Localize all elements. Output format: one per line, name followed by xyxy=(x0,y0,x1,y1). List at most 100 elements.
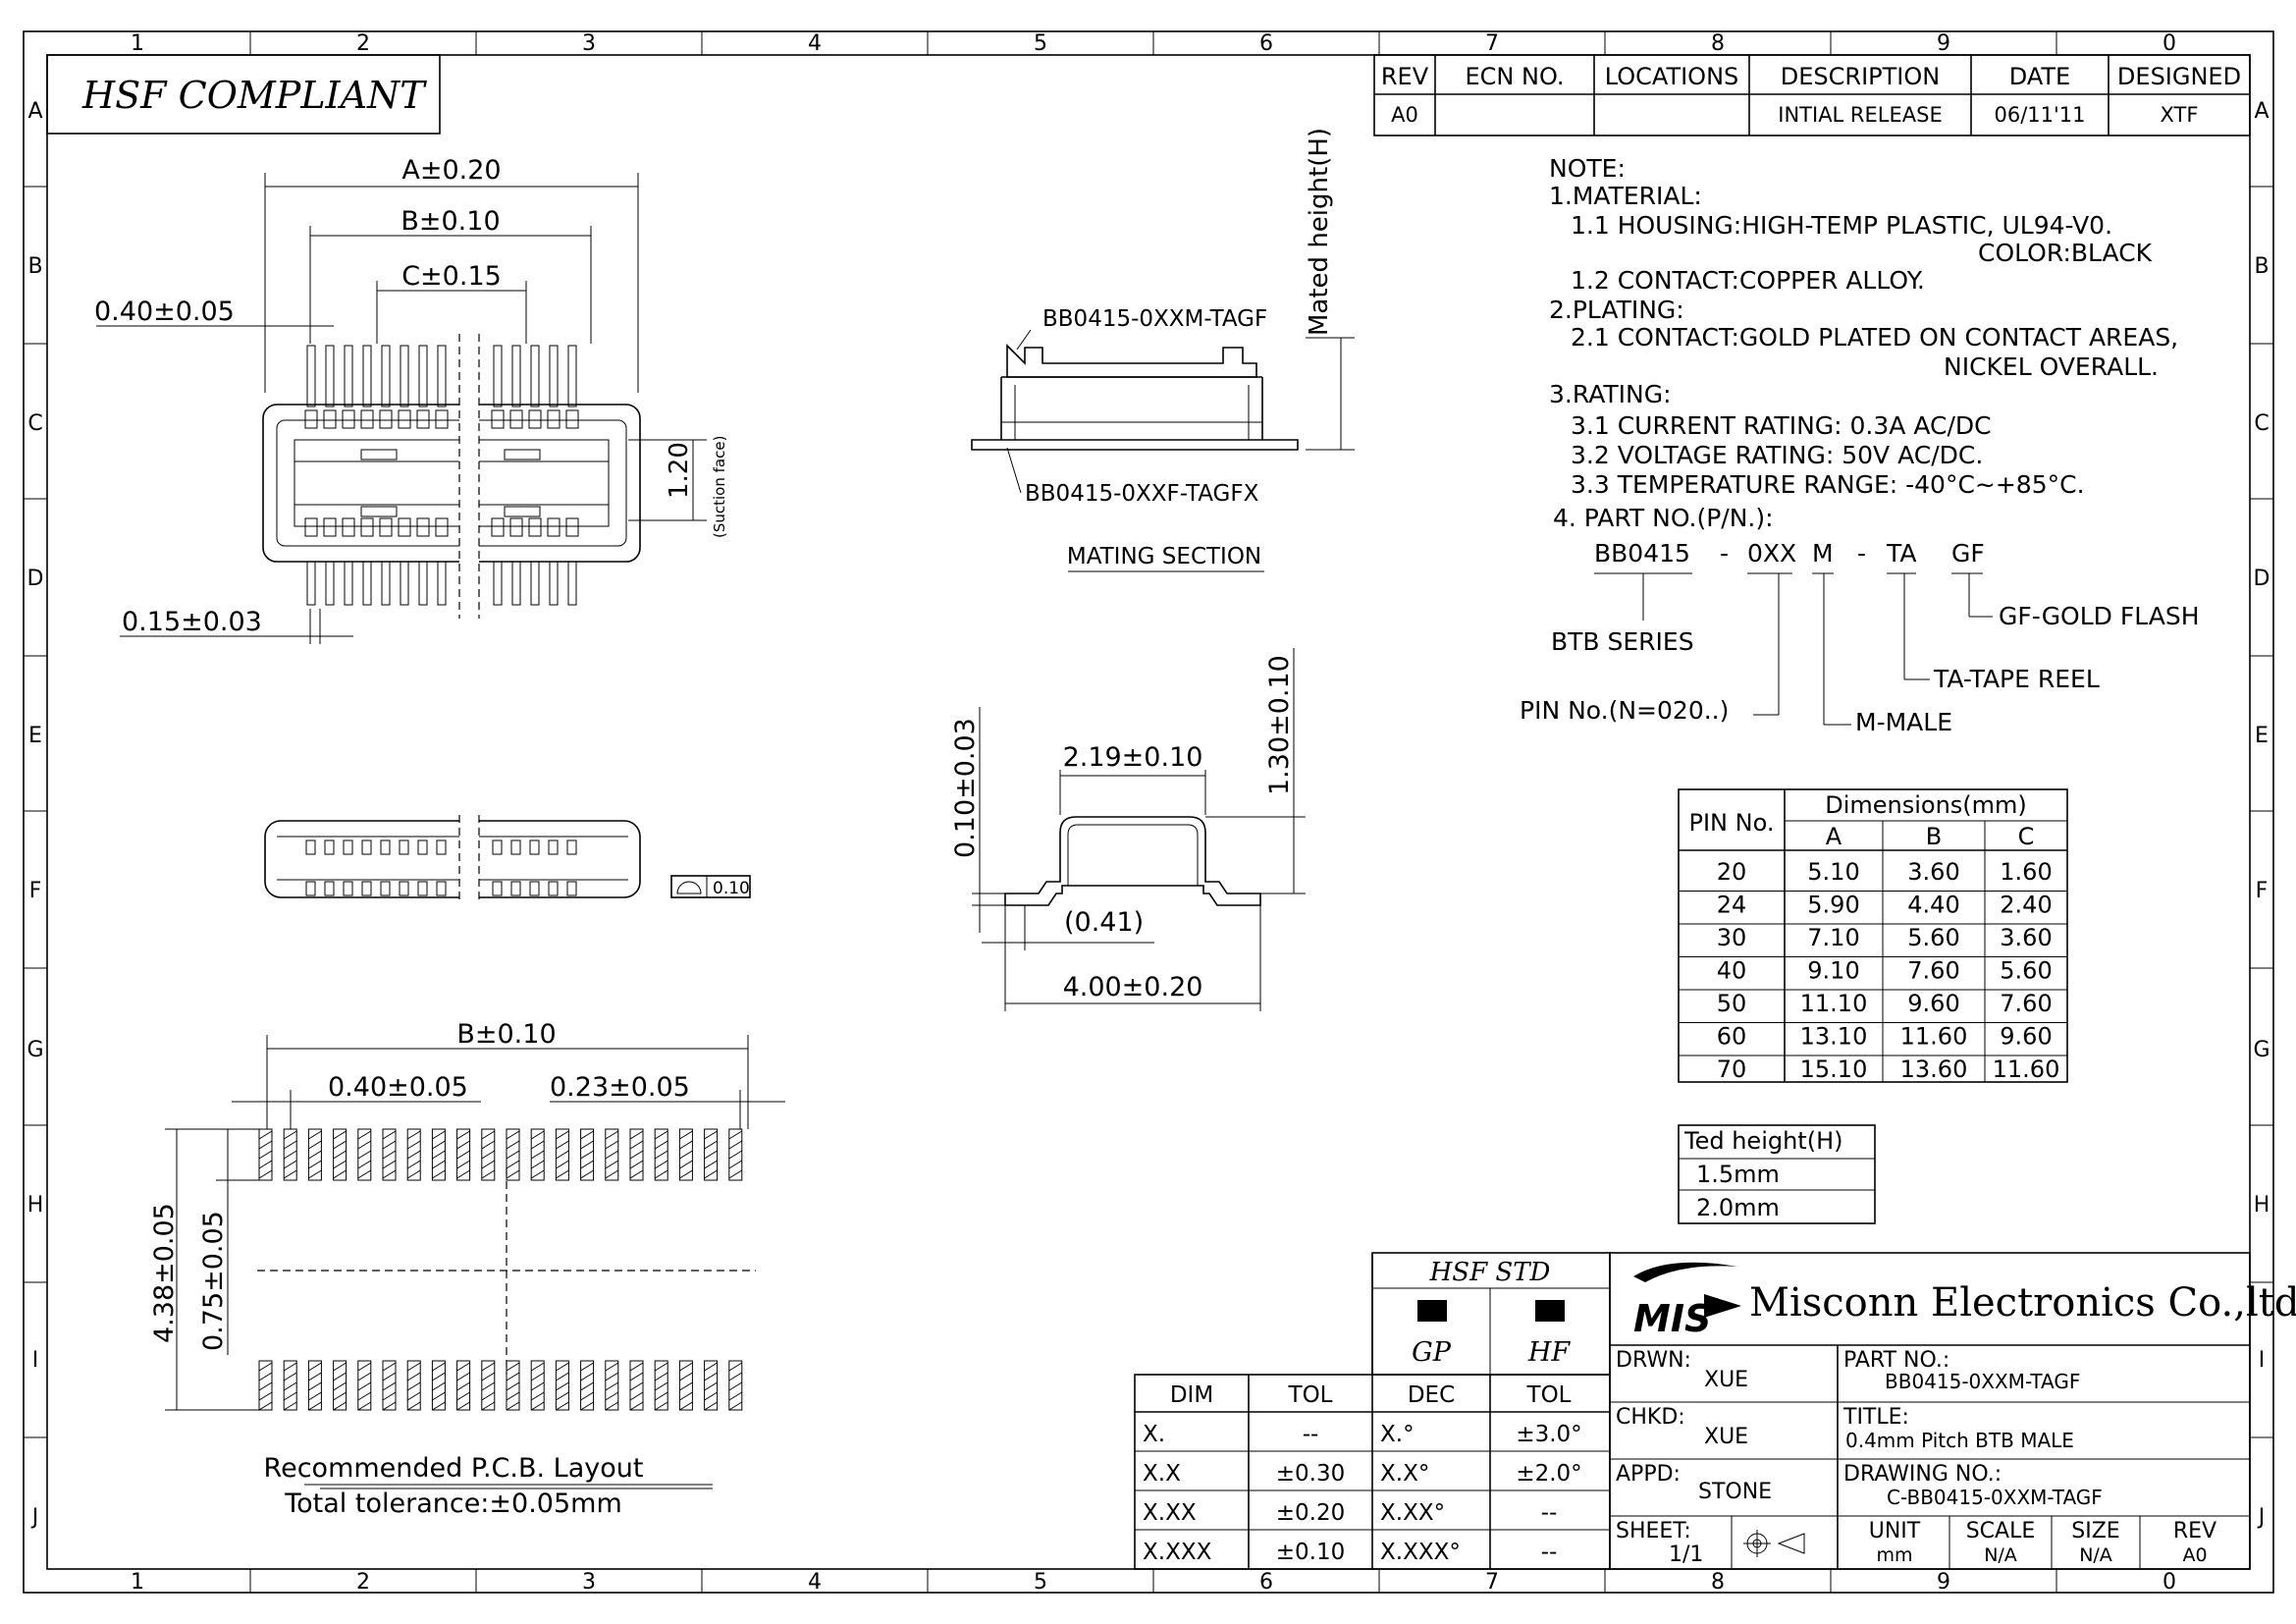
dim-a-label: A±0.20 xyxy=(401,155,501,186)
grid-col-label: 8 xyxy=(1711,31,1725,56)
drwn-label: DRWN: xyxy=(1616,1348,1691,1373)
part-no-value: BB0415-0XXM-TAGF xyxy=(1885,1370,2080,1393)
dimensions-cell: 9.10 xyxy=(1807,957,1859,985)
thickness-label: 0.10±0.03 xyxy=(950,718,981,858)
logo-text: MIS xyxy=(1633,1297,1711,1340)
title-value: 0.4mm Pitch BTB MALE xyxy=(1845,1429,2074,1452)
note-line: 3.1 CURRENT RATING: 0.3A AC/DC xyxy=(1571,411,1992,440)
flatness-label: 0.10 xyxy=(713,879,750,898)
height-table: Ted height(H) 1.5mm 2.0mm xyxy=(1678,1124,1876,1224)
dimensions-cell: 5.60 xyxy=(2000,957,2052,985)
inner-label: (0.41) xyxy=(1064,907,1144,938)
dimensions-cell: 40 xyxy=(1717,957,1747,985)
dimensions-cell: 20 xyxy=(1717,858,1747,886)
dimensions-cell: 9.60 xyxy=(2000,1023,2052,1051)
pcb-pad xyxy=(382,1360,397,1411)
dimensions-cell: 24 xyxy=(1717,892,1747,919)
appd-label: APPD: xyxy=(1616,1462,1681,1487)
pn-finish: GF xyxy=(1951,539,1985,568)
grid-row-label: D xyxy=(2254,567,2270,591)
grid-col-label: 6 xyxy=(1259,31,1273,56)
pn-pins-desc: PIN No.(N=020..) xyxy=(1520,696,1729,725)
suction-label: 1.20 xyxy=(665,442,694,499)
grid-row-label: B xyxy=(27,254,42,279)
pcb-pad xyxy=(431,1128,446,1181)
dimensions-cell: 60 xyxy=(1717,1023,1747,1051)
dimensions-cell: 4.40 xyxy=(1907,892,1959,919)
note-line: 1.1 HOUSING:HIGH-TEMP PLASTIC, UL94-V0. xyxy=(1571,211,2112,240)
grid-row-label: H xyxy=(2254,1193,2270,1218)
grid-row-label: B xyxy=(2254,254,2269,279)
dimensions-cell: 13.10 xyxy=(1800,1023,1868,1051)
note-line: 4. PART NO.(P/N.): xyxy=(1553,504,1774,532)
rev-value: A0 xyxy=(2182,1544,2207,1566)
grid-col-label: 5 xyxy=(1034,1570,1047,1595)
grid-row-label: C xyxy=(2254,411,2269,436)
tolerance-cell: -- xyxy=(1303,1422,1319,1447)
pcb-pad xyxy=(580,1360,595,1411)
tolerance-cell: X.X xyxy=(1143,1461,1181,1487)
mated-height-label: Mated height(H) xyxy=(1305,128,1334,336)
unit-value: mm xyxy=(1876,1544,1912,1566)
pcb-pad xyxy=(605,1128,619,1181)
pcb-pad xyxy=(456,1128,471,1181)
note-line: 3.RATING: xyxy=(1549,380,1672,408)
designed-value: XTF xyxy=(2161,103,2199,127)
lead-label: 0.15±0.03 xyxy=(122,607,262,637)
pcb-pad xyxy=(678,1360,693,1411)
pcb-pitch-label: 0.40±0.05 xyxy=(328,1072,468,1103)
gp-label: GP xyxy=(1412,1337,1452,1368)
pcb-pad xyxy=(654,1360,668,1411)
locations-header: LOCATIONS xyxy=(1605,63,1739,90)
pcb-pad xyxy=(481,1360,496,1411)
pcb-pad xyxy=(406,1128,421,1181)
pn-pack-desc: TA-TAPE REEL xyxy=(1933,665,2100,693)
tolerance-cell: X.XX xyxy=(1143,1500,1197,1526)
pn-pins: 0XX xyxy=(1747,539,1796,568)
pn-base-desc: BTB SERIES xyxy=(1551,627,1694,656)
pcb-pad xyxy=(678,1128,693,1181)
drwn-value: XUE xyxy=(1704,1368,1748,1392)
tolerance-cell: X. xyxy=(1143,1422,1165,1447)
pcb-span-label: 4.38±0.05 xyxy=(149,1203,180,1343)
grid-col-label: 2 xyxy=(356,1570,370,1595)
grid-col-label: 4 xyxy=(808,1570,822,1595)
pcb-pad xyxy=(530,1360,545,1411)
pcb-pad xyxy=(728,1128,743,1181)
mating-section: BB0415-0XXM-TAGF BB0415-0XXF-TAGFX Mated… xyxy=(971,128,1355,572)
designed-header: DESIGNED xyxy=(2117,63,2241,90)
pcb-pad xyxy=(357,1128,372,1181)
dim-c-label: C±0.15 xyxy=(401,261,502,292)
hsf-compliant-box: HSF COMPLIANT xyxy=(46,54,441,135)
tol-header: DEC xyxy=(1408,1382,1455,1408)
pcb-pad xyxy=(555,1360,569,1411)
tolerance-cell: X.X° xyxy=(1380,1461,1429,1487)
note-line: 1.2 CONTACT:COPPER ALLOY. xyxy=(1571,266,1925,295)
pcb-pad xyxy=(258,1360,273,1411)
grid-col-label: 1 xyxy=(131,1570,144,1595)
grid-row-label: C xyxy=(27,411,42,436)
ecn-header: ECN NO. xyxy=(1465,63,1564,90)
pn-sep: - xyxy=(1857,539,1866,568)
pn-base: BB0415 xyxy=(1594,539,1690,568)
dimensions-cell: 15.10 xyxy=(1800,1056,1868,1083)
col-a-header: A xyxy=(1826,823,1842,850)
part-no-label: PART NO.: xyxy=(1843,1348,1949,1373)
grid-row-label: F xyxy=(29,879,42,903)
pcb-pad xyxy=(506,1360,520,1411)
dimensions-header: Dimensions(mm) xyxy=(1825,791,2027,819)
pcb-pad xyxy=(629,1128,644,1181)
dimensions-cell: 11.10 xyxy=(1800,990,1868,1017)
col-b-header: B xyxy=(1926,823,1942,850)
hsf-compliant-label: HSF COMPLIANT xyxy=(81,74,427,117)
description-header: DESCRIPTION xyxy=(1781,63,1940,90)
note-line: 2.PLATING: xyxy=(1549,296,1684,324)
grid-col-label: 0 xyxy=(2163,31,2176,56)
top-view: A±0.20 B±0.10 C±0.15 0.40±0.05 0.15±0.03… xyxy=(94,155,728,644)
tolerance-cell: X.XXX xyxy=(1143,1540,1212,1565)
grid-col-label: 5 xyxy=(1034,31,1047,56)
date-value: 06/11'11 xyxy=(1994,103,2085,127)
note-line: NICKEL OVERALL. xyxy=(1944,352,2159,381)
description-value: INTIAL RELEASE xyxy=(1778,103,1942,127)
mating-upper-label: BB0415-0XXM-TAGF xyxy=(1042,306,1267,332)
